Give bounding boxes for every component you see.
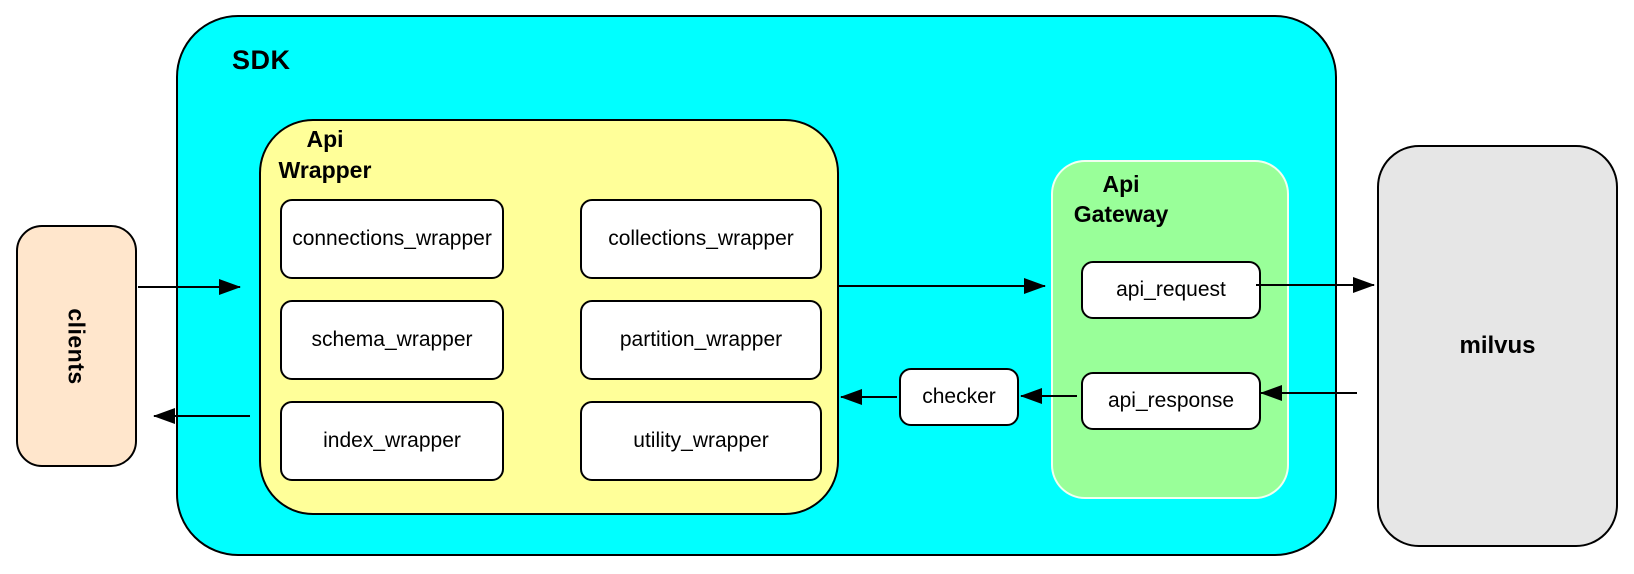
sdk-container: SDK Api Wrapper connections_wrapper coll… <box>176 15 1337 556</box>
index-wrapper-box: index_wrapper <box>280 401 504 481</box>
api-gateway-label: Api Gateway <box>1073 171 1169 227</box>
partition-wrapper-box: partition_wrapper <box>580 300 822 380</box>
clients-label: clients <box>64 307 90 385</box>
collections-wrapper-box: collections_wrapper <box>580 199 822 279</box>
connections-wrapper-box: connections_wrapper <box>280 199 504 279</box>
milvus-label: milvus <box>1459 332 1536 359</box>
checker-box: checker <box>899 368 1019 426</box>
schema-wrapper-box: schema_wrapper <box>280 300 504 380</box>
utility-wrapper-box: utility_wrapper <box>580 401 822 481</box>
milvus-box: milvus <box>1377 145 1618 547</box>
api-wrapper-container: Api Wrapper connections_wrapper collecti… <box>259 119 839 515</box>
api-wrapper-label: Api Wrapper <box>278 126 372 183</box>
sdk-label: SDK <box>232 45 291 75</box>
api-request-box: api_request <box>1081 261 1261 319</box>
clients-box: clients <box>16 225 137 467</box>
api-response-box: api_response <box>1081 372 1261 430</box>
api-gateway-container: Api Gateway api_request api_response <box>1051 160 1289 499</box>
